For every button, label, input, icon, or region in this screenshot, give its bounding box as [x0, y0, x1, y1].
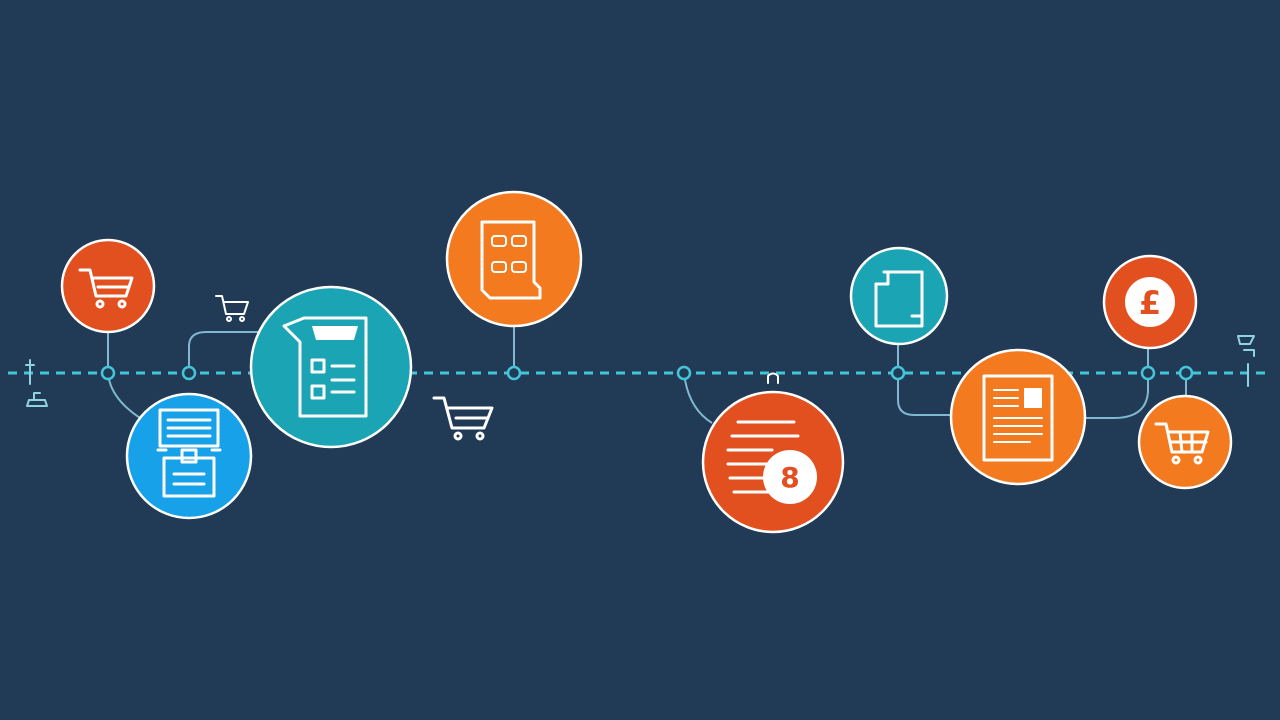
- mini-device-icon: [1237, 335, 1255, 387]
- node-tablet: [849, 246, 949, 346]
- node-pound: £: [1102, 254, 1198, 350]
- node-invoice: [949, 348, 1087, 486]
- timeline-junctions: [100, 365, 1194, 381]
- node-register: [125, 392, 253, 520]
- checklist-document-icon: [282, 316, 368, 418]
- shopping-cart-icon: [78, 268, 134, 309]
- junction-dot: [1140, 365, 1156, 381]
- floating-cart-small: [215, 295, 249, 322]
- node-coins: 8: [701, 372, 845, 534]
- junction-dot: [181, 365, 197, 381]
- node-cart-right: [1137, 394, 1233, 490]
- coin-symbol: £: [1139, 284, 1161, 322]
- junction-dot: [1178, 365, 1194, 381]
- node-circle: [445, 190, 583, 328]
- floating-cart-large: [432, 396, 494, 441]
- coin-symbol: 8: [780, 461, 799, 494]
- edge-marker-left: [25, 359, 48, 407]
- junction-dot: [676, 365, 692, 381]
- edge-marker-right: [1237, 335, 1255, 387]
- junction-dot: [100, 365, 116, 381]
- pound-coin-icon: £: [1125, 277, 1175, 327]
- node-circle: [849, 246, 949, 346]
- coin-stack-icon: 8: [726, 420, 817, 504]
- shopping-cart-icon: [215, 295, 249, 322]
- mini-device-icon: [25, 359, 48, 407]
- node-cart-left: [60, 238, 156, 334]
- price-tag-sheet-icon: [480, 220, 542, 300]
- node-price-tags: [445, 190, 583, 328]
- tablet-document-icon: [874, 270, 924, 328]
- invoice-document-icon: [982, 374, 1054, 462]
- junction-dot: [890, 365, 906, 381]
- shopping-cart-icon: [1154, 422, 1210, 465]
- node-circle: [125, 392, 253, 520]
- node-checklist: [249, 285, 413, 449]
- cash-register-icon: [156, 408, 222, 498]
- junction-dot: [506, 365, 522, 381]
- shopping-cart-icon: [432, 396, 494, 441]
